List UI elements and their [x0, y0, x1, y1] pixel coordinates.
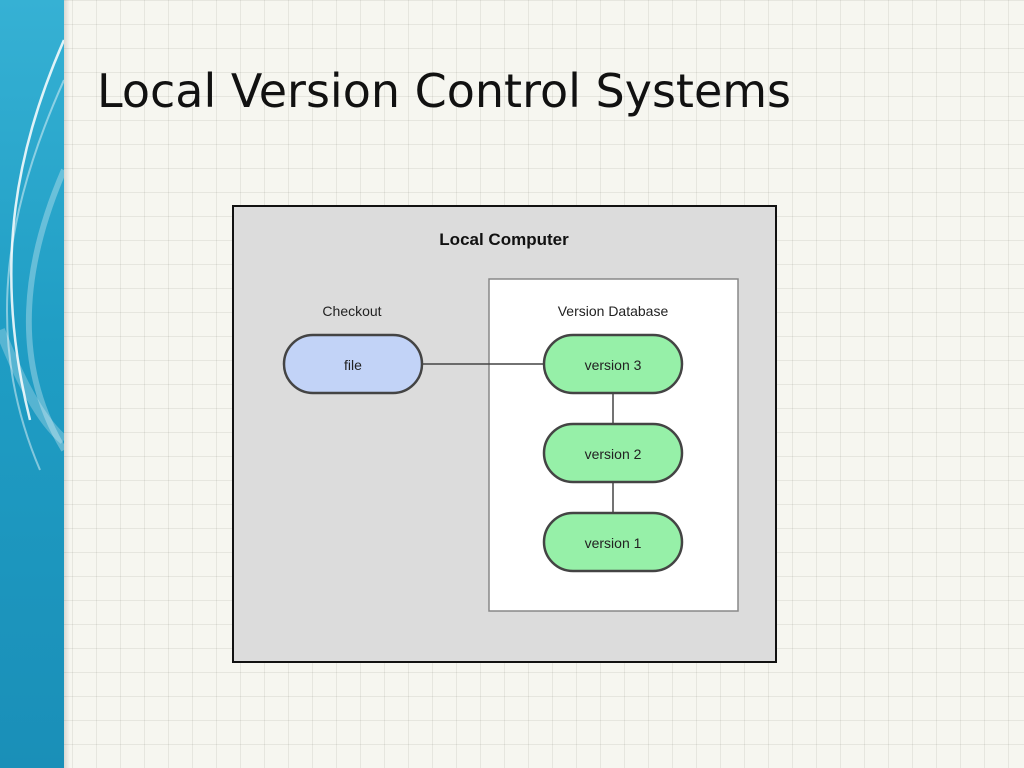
version-3-label: version 3 [585, 357, 642, 373]
version-control-diagram: Local Computer Version Database Checkout… [232, 205, 777, 663]
version-3-node [542, 333, 684, 395]
checkout-label: Checkout [322, 303, 381, 319]
slide-title: Local Version Control Systems [97, 64, 792, 118]
version-1-label: version 1 [585, 535, 642, 551]
file-node-label: file [344, 357, 362, 373]
version-2-label: version 2 [585, 446, 642, 462]
file-node [282, 333, 424, 395]
accent-band-shadow [64, 0, 70, 768]
slide-accent-band [0, 0, 64, 768]
version-2-node [542, 422, 684, 484]
version-1-node [542, 511, 684, 573]
local-computer-label: Local Computer [439, 230, 569, 249]
version-database-label: Version Database [558, 303, 669, 319]
decorative-swoosh [0, 39, 64, 471]
